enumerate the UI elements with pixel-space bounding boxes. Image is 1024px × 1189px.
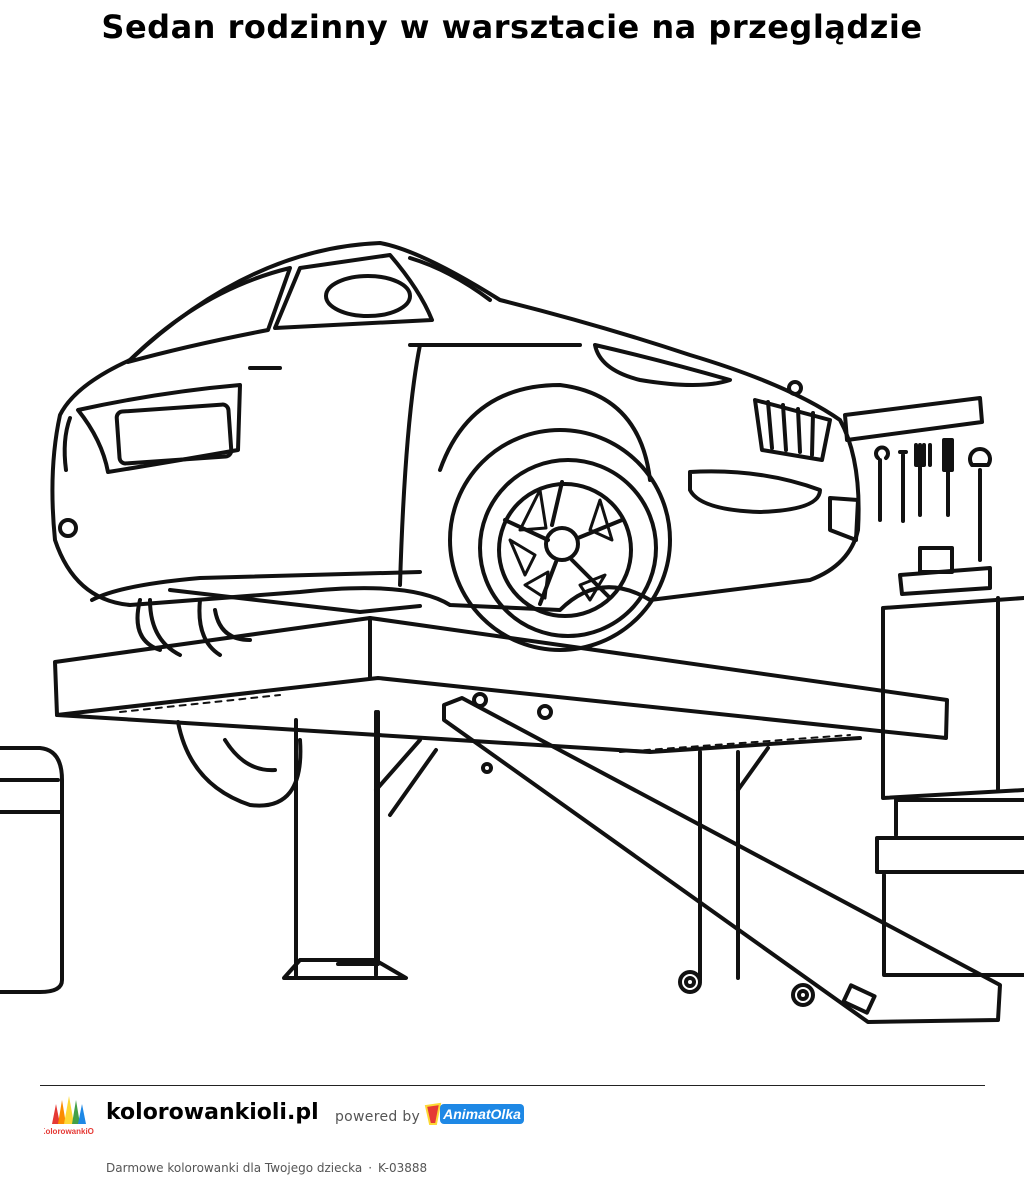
page-code: K-03888 (378, 1161, 428, 1175)
page-title: Sedan rodzinny w warsztacie na przeglądz… (101, 8, 923, 46)
car-lift (53, 616, 1002, 1024)
tagline-text: Darmowe kolorowanki dla Twojego dziecka (106, 1161, 363, 1175)
site-name-link[interactable]: kolorowankioli.pl (106, 1100, 319, 1125)
partner-logo-text: AnimatOlka (442, 1106, 521, 1122)
spare-tire (0, 746, 64, 994)
site-logo-text: KolorowankiOli (44, 1127, 94, 1136)
footer-divider (40, 1085, 985, 1086)
partner-logo[interactable]: AnimatOlka (424, 1098, 526, 1132)
rear-wheel (135, 598, 303, 808)
footer-tagline: Darmowe kolorowanki dla Twojego dziecka ·… (106, 1161, 427, 1175)
powered-by-label: powered by (335, 1109, 421, 1125)
tagline-separator: · (368, 1161, 373, 1175)
front-wheel (448, 428, 672, 652)
storage-boxes (875, 596, 1024, 977)
sedan-car (50, 241, 861, 614)
coloring-illustration (0, 60, 1024, 1070)
site-logo[interactable]: KolorowankiOli (44, 1094, 94, 1142)
tool-board (843, 396, 992, 596)
